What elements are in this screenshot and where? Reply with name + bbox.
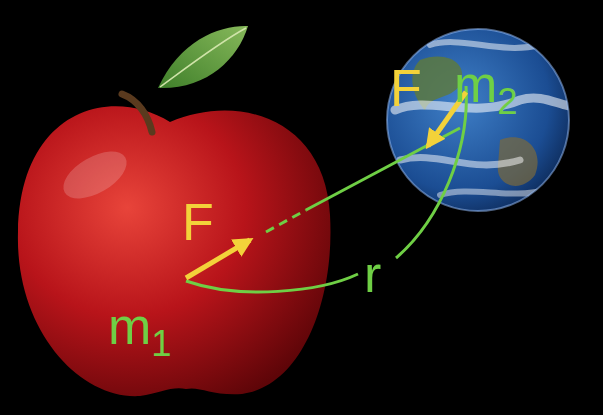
center-line xyxy=(266,210,306,232)
apple xyxy=(18,26,331,396)
force-label: F xyxy=(390,62,422,114)
mass-label: m1 xyxy=(108,300,172,352)
force-label: F xyxy=(182,196,214,248)
distance-curve xyxy=(186,274,358,292)
distance-label: r xyxy=(364,248,381,300)
mass-label: m2 xyxy=(454,58,518,110)
center-line xyxy=(306,128,460,210)
earth xyxy=(387,29,575,211)
